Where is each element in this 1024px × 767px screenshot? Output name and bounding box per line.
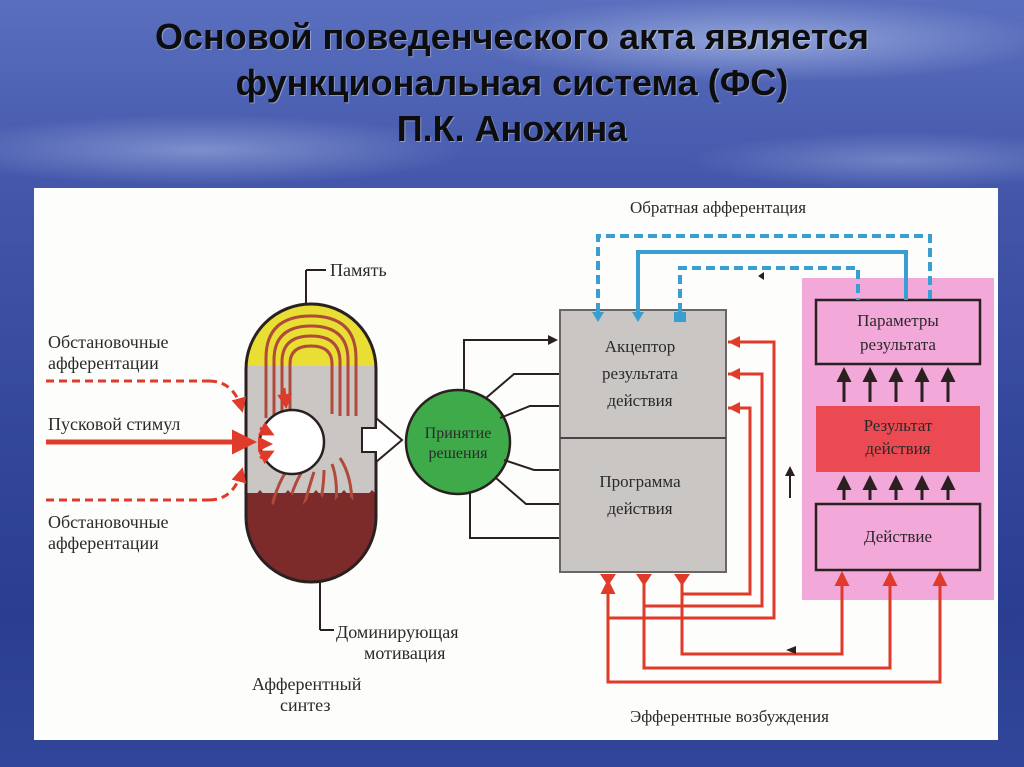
slide-title: Основой поведенческого акта является фун… xyxy=(0,14,1024,152)
decision-label-1: Принятие xyxy=(425,425,492,442)
afferent-synthesis-capsule xyxy=(244,302,378,584)
action-label: Действие xyxy=(864,527,932,546)
decision-node: Принятие решения xyxy=(404,388,512,496)
params-label-1: Параметры xyxy=(857,311,939,330)
direction-marks xyxy=(785,466,796,654)
program-label-2: действия xyxy=(607,499,672,518)
efferent-lines xyxy=(600,340,948,684)
situational-bottom-label-1: Обстановочные xyxy=(48,512,169,532)
result-label-1: Результат xyxy=(864,416,933,435)
feedback-label: Обратная афферентация xyxy=(630,198,806,217)
title-line-2: функциональная система (ФС) xyxy=(235,62,789,103)
situational-top-label-2: афферентации xyxy=(48,353,159,373)
afferent-synthesis-label-2: синтез xyxy=(280,695,330,715)
situational-top-label-1: Обстановочные xyxy=(48,332,169,352)
result-panel: Параметры результата Результат действия … xyxy=(802,278,994,600)
acceptor-program-box: Акцептор результата действия Программа д… xyxy=(559,309,727,573)
acceptor-label-3: действия xyxy=(607,391,672,410)
trigger-label: Пусковой стимул xyxy=(48,414,180,434)
memory-label: Память xyxy=(330,260,387,280)
dominant-motivation-label-2: мотивация xyxy=(364,643,445,663)
synthesis-to-decision-arrow xyxy=(361,415,404,465)
dominant-motivation-label-1: Доминирующая xyxy=(336,622,459,642)
efferent-label: Эфферентные возбуждения xyxy=(630,707,829,726)
title-line-3: П.К. Анохина xyxy=(396,108,628,149)
diagram-canvas: Обстановочные афферентации Пусковой стим… xyxy=(46,198,994,726)
acceptor-label-2: результата xyxy=(602,364,678,383)
acceptor-label-1: Акцептор xyxy=(605,337,675,356)
params-label-2: результата xyxy=(860,335,936,354)
situational-afferent-bottom-line xyxy=(46,467,247,502)
afferent-synthesis-label-1: Афферентный xyxy=(252,674,362,694)
functional-system-diagram: Обстановочные афферентации Пусковой стим… xyxy=(34,188,998,740)
situational-afferent-top-line xyxy=(46,379,247,413)
acceptor-input-heads xyxy=(728,336,740,414)
feedback-afferent-lines xyxy=(596,234,932,312)
program-output-heads xyxy=(600,574,690,586)
feedback-arrow-heads xyxy=(592,272,764,322)
result-label-2: действия xyxy=(865,439,930,458)
decision-label-2: решения xyxy=(428,445,488,462)
program-label-1: Программа xyxy=(599,472,681,491)
title-line-1: Основой поведенческого акта является xyxy=(154,16,870,57)
situational-bottom-label-2: афферентации xyxy=(48,533,159,553)
